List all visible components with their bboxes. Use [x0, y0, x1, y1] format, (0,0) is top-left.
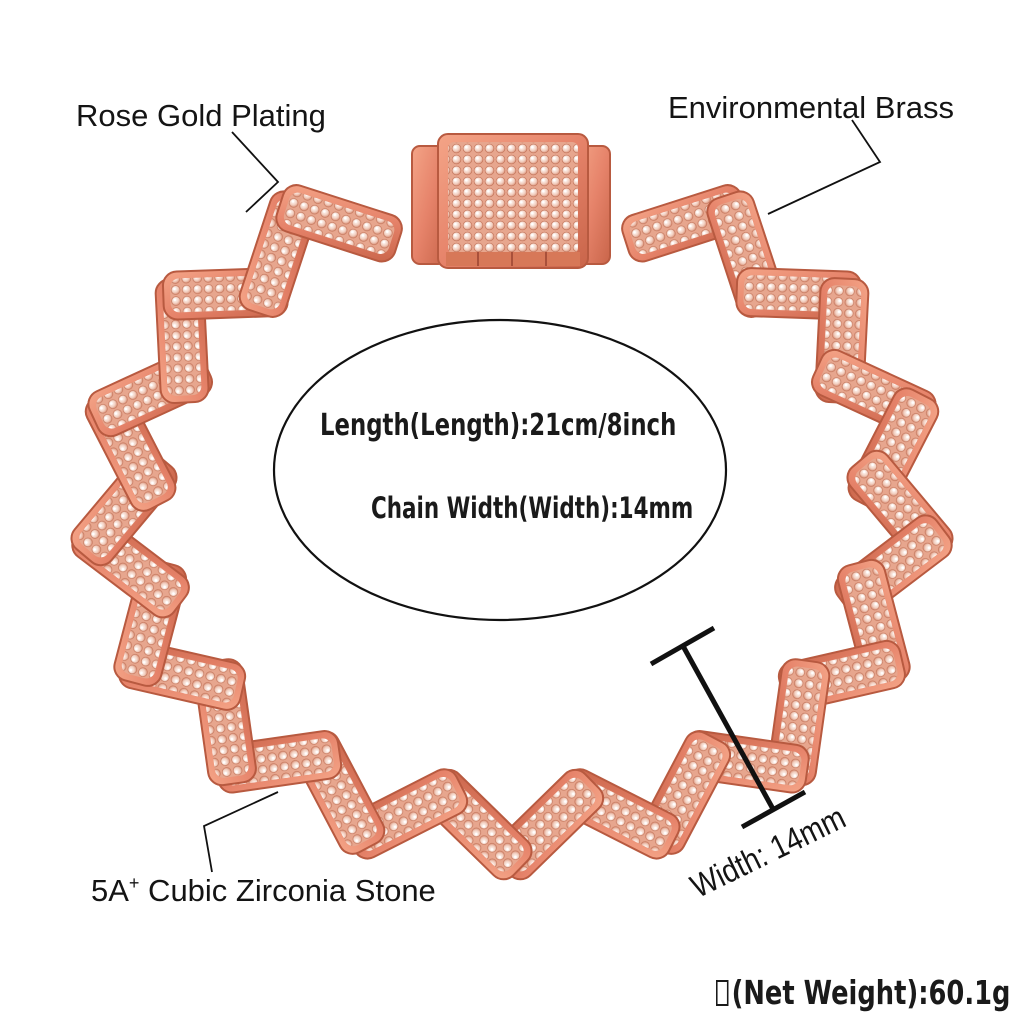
- stone-grade-sup: +: [128, 873, 140, 893]
- stone-type: Cubic Zirconia Stone: [139, 873, 436, 908]
- stone-leader-line: [202, 791, 279, 873]
- cuban-link-bracelet: [70, 184, 954, 881]
- width-dimension-marker: [649, 625, 807, 830]
- stone-label: 5A+ Cubic Zirconia Stone: [91, 874, 436, 906]
- plating-leader-line: [231, 131, 280, 213]
- net-weight-label: (Net Weight):60.1g: [716, 976, 1010, 1009]
- plating-label: Rose Gold Plating: [76, 98, 326, 133]
- chain-width-spec: Chain Width(Width):14mm: [371, 491, 694, 525]
- material-label: Environmental Brass: [668, 92, 954, 123]
- net-weight-text: (Net Weight):60.1g: [731, 973, 1011, 1012]
- length-spec: Length(Length):21cm/8inch: [320, 408, 677, 443]
- material-text: Environmental Brass: [668, 90, 955, 125]
- missing-glyph-box: [716, 980, 729, 1006]
- material-leader-line: [767, 119, 882, 215]
- box-clasp: [411, 133, 611, 269]
- stone-grade: 5A: [91, 873, 129, 908]
- spec-ellipse: [272, 318, 728, 622]
- bracelet-link: [275, 184, 403, 263]
